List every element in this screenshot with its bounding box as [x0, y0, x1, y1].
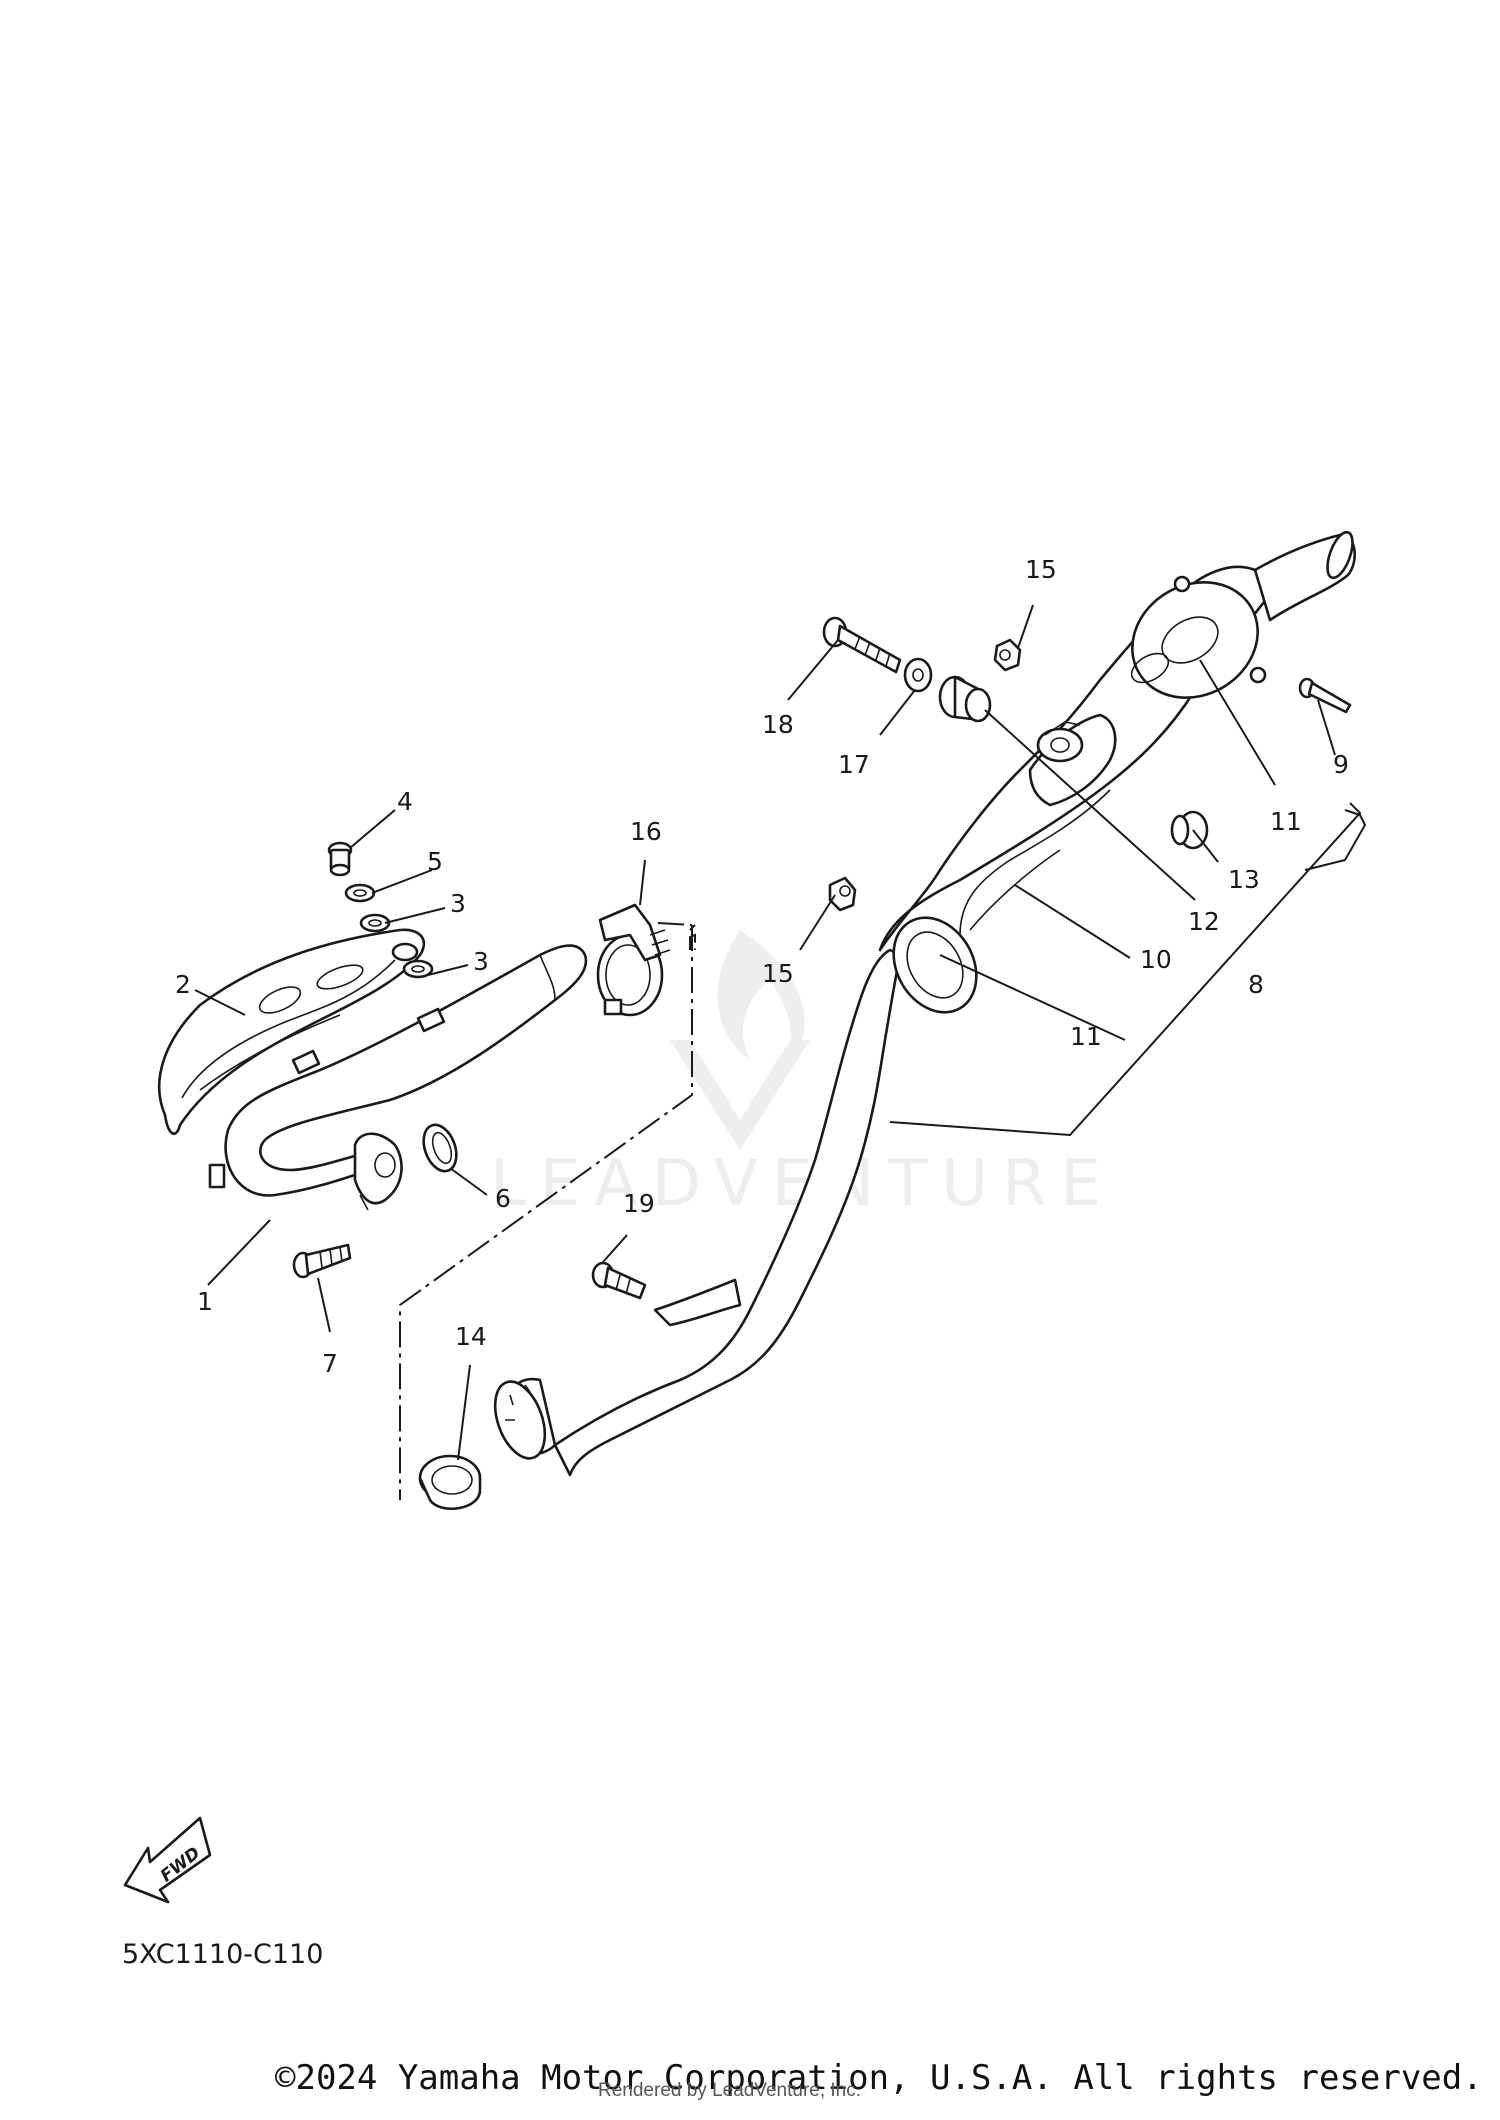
leadventure-watermark: LEADVENTURE: [490, 930, 1101, 1221]
collar-nut-lower: [828, 876, 857, 912]
pipe-clamp: [596, 903, 671, 1017]
callout-12: 12: [1188, 907, 1220, 936]
exhaust-gasket: [422, 1123, 458, 1173]
copyright-notice: ©2024 Yamaha Motor Corporation, U.S.A. A…: [275, 2058, 1483, 2098]
callout-17: 17: [838, 750, 870, 779]
leader-lines: [194, 604, 1367, 1461]
callout-15b: 15: [762, 959, 794, 988]
damper: [938, 675, 992, 723]
callout-1: 1: [197, 1287, 213, 1316]
flange-bolt: [292, 1243, 352, 1279]
callout-6: 6: [495, 1184, 511, 1213]
muffler-assembly: [493, 530, 1356, 1477]
callout-18: 18: [762, 710, 794, 739]
plain-washer-lower: [402, 959, 434, 979]
fwd-arrow-icon: FWD: [123, 1816, 212, 1904]
callout-4: 4: [397, 787, 413, 816]
callout-9: 9: [1333, 750, 1349, 779]
collar-washer: [903, 657, 933, 693]
callout-2: 2: [175, 970, 191, 999]
lock-washer: [344, 883, 376, 903]
diagram-reference-code: 5XC1110-C110: [122, 1939, 323, 1970]
protector-bolt: [327, 841, 353, 877]
callout-3b: 3: [473, 947, 489, 976]
callout-11a: 11: [1270, 807, 1302, 836]
callout-16: 16: [630, 817, 662, 846]
sleeve-gasket: [418, 1454, 482, 1510]
rendered-by-notice: Rendered by LeadVenture, Inc.: [598, 2080, 862, 2101]
callout-19: 19: [623, 1189, 655, 1218]
heat-protector: [157, 928, 426, 1136]
muffler-bolt-upper: [822, 616, 902, 674]
collar-nut-upper: [993, 638, 1022, 672]
mounting-bolt-lower: [591, 1261, 647, 1300]
callout-8: 8: [1248, 970, 1264, 999]
callout-11b: 11: [1070, 1022, 1102, 1051]
callout-7: 7: [322, 1349, 338, 1378]
plain-washer-upper: [359, 913, 391, 933]
callout-10: 10: [1140, 945, 1172, 974]
callout-3a: 3: [450, 889, 466, 918]
muffler-screw: [1298, 677, 1352, 714]
callout-15a: 15: [1025, 555, 1057, 584]
callout-13: 13: [1228, 865, 1260, 894]
callout-5: 5: [427, 847, 443, 876]
callout-numbers: 1 2 3 3 4 5 6 7 8 9 10 11 11 12 13 14 15…: [175, 555, 1349, 1378]
callout-14: 14: [455, 1322, 487, 1351]
exhaust-pipe: [208, 944, 588, 1211]
group-brackets: [399, 802, 1362, 1500]
